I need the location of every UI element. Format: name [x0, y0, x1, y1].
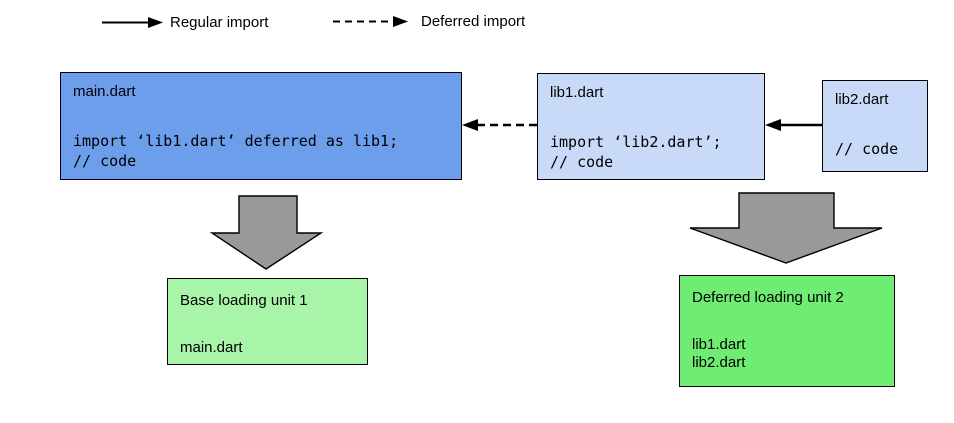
node-code: // code [823, 139, 927, 159]
unit-file: lib2.dart [692, 354, 746, 371]
code-line: // code [835, 140, 899, 158]
legend-regular-arrow-icon [102, 17, 163, 28]
code-line: import ‘lib1.dart’ deferred as lib1; [73, 132, 399, 150]
lib2-dart-node: lib2.dart // code [822, 80, 928, 172]
flow-arrow-main-to-base [209, 195, 324, 270]
node-title: lib1.dart [550, 84, 604, 101]
code-line: import ‘lib2.dart’; [550, 133, 722, 151]
base-loading-unit-node: Base loading unit 1 main.dart [167, 278, 368, 365]
flow-arrow-lib1-to-deferred [689, 192, 883, 264]
deferred-loading-unit-node: Deferred loading unit 2 lib1.dart lib2.d… [679, 275, 895, 387]
regular-import-arrow [765, 119, 822, 131]
node-title: lib2.dart [835, 91, 889, 108]
unit-files: lib1.dart lib2.dart [680, 336, 894, 372]
node-code: import ‘lib2.dart’; // code [538, 132, 764, 172]
lib1-dart-node: lib1.dart import ‘lib2.dart’; // code [537, 73, 765, 180]
unit-files: main.dart [168, 339, 367, 357]
node-title: main.dart [73, 83, 136, 100]
code-line: // code [73, 152, 137, 170]
unit-file: main.dart [180, 339, 243, 356]
legend-deferred-label: Deferred import [421, 13, 526, 30]
main-dart-node: main.dart import ‘lib1.dart’ deferred as… [60, 72, 462, 180]
unit-title: Deferred loading unit 2 [692, 289, 844, 306]
node-code: import ‘lib1.dart’ deferred as lib1; // c… [61, 131, 461, 171]
legend-deferred-arrow-icon [333, 16, 408, 27]
unit-file: lib1.dart [692, 336, 746, 353]
deferred-import-arrow [462, 119, 537, 131]
code-line: // code [550, 153, 614, 171]
unit-title: Base loading unit 1 [180, 292, 308, 309]
legend-regular-label: Regular import [170, 14, 269, 31]
